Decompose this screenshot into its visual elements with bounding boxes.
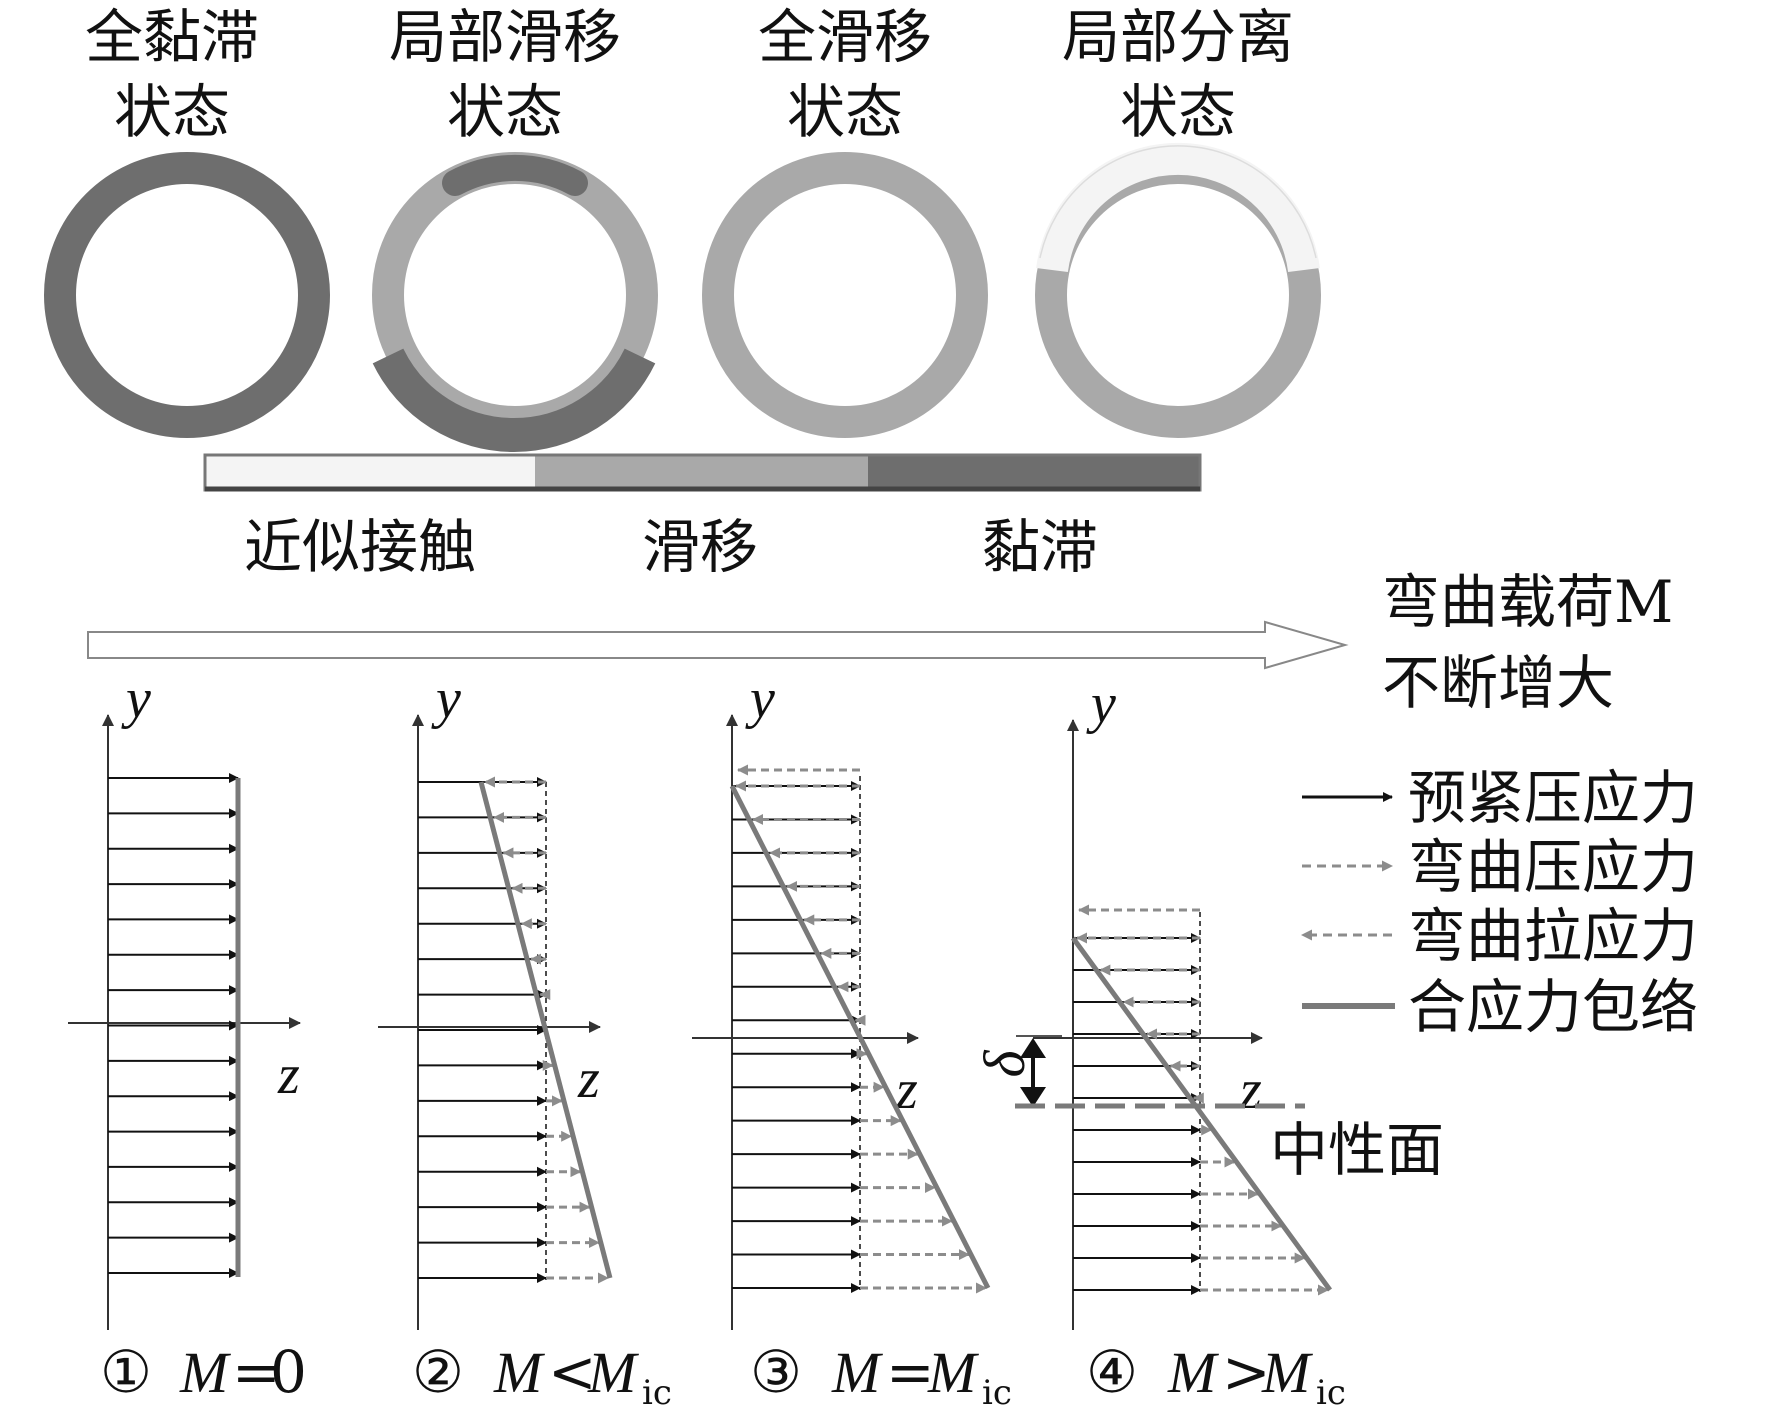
state-title-full-stick: 全黏滞 xyxy=(85,3,259,71)
load-increase-arrow: 弯曲载荷M 不断增大 xyxy=(87,568,1673,717)
case-labels: ① M = 0 ② M < M ic ③ M = M ic ④ M > M ic xyxy=(100,1338,1346,1413)
z-axis-label-1: z xyxy=(277,1044,300,1106)
svg-text:>: > xyxy=(1222,1338,1271,1406)
ring-partial-slip xyxy=(372,152,658,452)
ring-partial-separation xyxy=(1035,142,1321,438)
z-axis-label-4: z xyxy=(1239,1059,1262,1121)
svg-text:M: M xyxy=(831,1340,883,1405)
svg-text:M: M xyxy=(1167,1340,1219,1405)
neutral-plane-annotation: δ 中性面 xyxy=(972,1035,1444,1184)
ring-full-stick xyxy=(44,152,330,438)
svg-text:M: M xyxy=(927,1340,979,1405)
envelope-line-3 xyxy=(729,784,991,1290)
state-title-full-stick-2: 状态 xyxy=(114,78,230,146)
state-titles: 全黏滞 状态 局部滑移 状态 全滑移 状态 局部分离 状态 xyxy=(85,3,1294,146)
contact-rings xyxy=(44,142,1321,452)
svg-text:③: ③ xyxy=(750,1338,802,1406)
svg-text:②: ② xyxy=(412,1338,464,1406)
svg-text:合应力包络: 合应力包络 xyxy=(1408,973,1698,1041)
load-arrow-label-1: 弯曲载荷M xyxy=(1382,568,1673,636)
case-label-2: ② M < M ic xyxy=(412,1338,672,1413)
case-label-4: ④ M > M ic xyxy=(1086,1338,1346,1413)
neutral-plane-label: 中性面 xyxy=(1270,1116,1444,1184)
svg-text:①: ① xyxy=(100,1338,152,1406)
svg-text:弯曲拉应力: 弯曲拉应力 xyxy=(1408,902,1698,970)
z-axis-label-3: z xyxy=(895,1059,918,1121)
stress-legend: 预紧压应力 弯曲压应力 弯曲拉应力 合应力包络 xyxy=(1301,764,1698,1041)
svg-text:<: < xyxy=(548,1338,597,1406)
legend-bar-label-near-contact: 近似接触 xyxy=(244,513,476,581)
stress-diagram-1: yz xyxy=(68,668,301,1330)
y-axis-label-1: y xyxy=(121,668,151,730)
case-label-3: ③ M = M ic xyxy=(750,1338,1012,1413)
stress-diagram-4: yz xyxy=(1033,673,1333,1330)
svg-text:ic: ic xyxy=(1316,1373,1346,1413)
state-title-partial-slip-2: 状态 xyxy=(447,78,563,146)
legend-item-bending-compression: 弯曲压应力 xyxy=(1302,833,1698,901)
svg-text:ic: ic xyxy=(982,1373,1012,1413)
y-axis-label-3: y xyxy=(745,668,775,730)
svg-text:ic: ic xyxy=(642,1373,672,1413)
stress-diagram-2: yz xyxy=(378,668,613,1330)
state-legend-bar: 近似接触 滑移 黏滞 xyxy=(203,453,1202,581)
legend-bar-label-stick: 黏滞 xyxy=(982,513,1098,581)
envelope-line-2 xyxy=(478,781,613,1279)
state-title-partial-slip: 局部滑移 xyxy=(389,3,621,71)
svg-text:④: ④ xyxy=(1086,1338,1138,1406)
envelope-line-4 xyxy=(1070,936,1333,1292)
legend-item-preload: 预紧压应力 xyxy=(1302,764,1698,832)
state-title-partial-separation-2: 状态 xyxy=(1120,78,1236,146)
stress-diagram-3: yz xyxy=(692,668,991,1330)
svg-text:=: = xyxy=(886,1338,935,1406)
legend-item-envelope: 合应力包络 xyxy=(1302,973,1698,1041)
svg-text:M: M xyxy=(1261,1340,1313,1405)
ring-full-slip xyxy=(702,152,988,438)
legend-bar-label-slip: 滑移 xyxy=(642,513,758,581)
y-axis-label-2: y xyxy=(431,668,461,730)
z-axis-label-2: z xyxy=(577,1048,600,1110)
svg-text:弯曲压应力: 弯曲压应力 xyxy=(1408,833,1698,901)
delta-symbol: δ xyxy=(972,1049,1037,1077)
state-title-partial-separation: 局部分离 xyxy=(1062,3,1294,71)
svg-text:=: = xyxy=(232,1338,281,1406)
state-title-full-slip: 全滑移 xyxy=(758,3,932,71)
svg-text:0: 0 xyxy=(270,1338,307,1406)
svg-text:预紧压应力: 预紧压应力 xyxy=(1408,764,1698,832)
case-label-1: ① M = 0 xyxy=(100,1338,307,1406)
svg-text:M: M xyxy=(179,1340,231,1405)
legend-item-bending-tension: 弯曲拉应力 xyxy=(1301,902,1698,970)
svg-text:M: M xyxy=(587,1340,639,1405)
svg-text:M: M xyxy=(493,1340,545,1405)
y-axis-label-4: y xyxy=(1086,673,1116,735)
state-title-full-slip-2: 状态 xyxy=(787,78,903,146)
load-arrow-label-2: 不断增大 xyxy=(1382,649,1614,717)
